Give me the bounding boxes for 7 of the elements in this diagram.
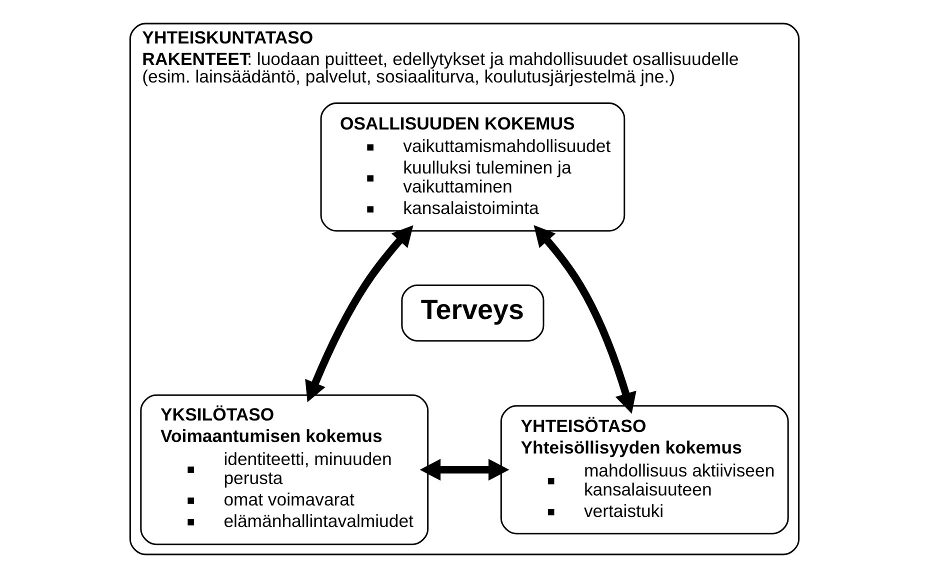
node-box: YHTEISÖTASO Yhteisöllisyyden kokemus mahdollisuus aktiiviseen kansalaisuuteen vertaistuki bbox=[500, 405, 788, 534]
node-box: YKSILÖTASO Voimaantumisen kokemus identiteetti, minuuden perusta omat voimavarat elämänhallintavalmiudet bbox=[140, 394, 428, 546]
arrow bbox=[304, 225, 413, 402]
arrow bbox=[533, 225, 636, 414]
node-box: Terveys bbox=[400, 284, 544, 342]
node-box: OSALLISUUDEN KOKEMUS vaikuttamismahdollisuudet kuulluksi tuleminen ja vaikuttaminen kansalaistoiminta bbox=[320, 102, 625, 232]
arrow bbox=[419, 458, 509, 481]
